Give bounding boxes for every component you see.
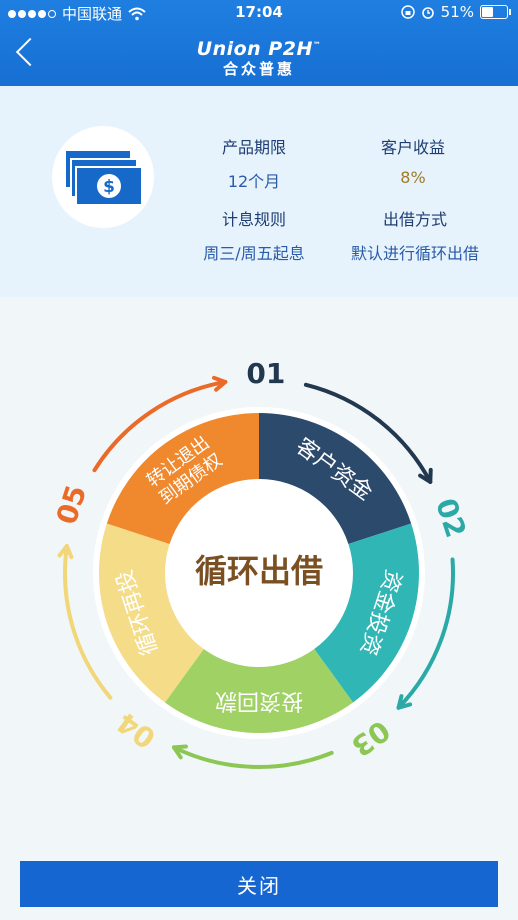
cycle-number-03: 03 — [345, 714, 396, 764]
alarm-icon — [421, 7, 434, 19]
cycle-segment-04 — [99, 523, 204, 703]
cycle-center-disk — [167, 481, 351, 665]
carrier-label: 中国联通 — [62, 5, 123, 23]
battery-percent: 51% — [440, 3, 474, 21]
term-field: 产品期限 12个月 — [174, 134, 334, 192]
method-value: 默认进行循环出借 — [350, 244, 479, 263]
term-value: 12个月 — [227, 172, 281, 191]
cycle-number-01: 01 — [246, 357, 285, 390]
yield-value: 8% — [400, 168, 426, 187]
cycle-number-04: 04 — [111, 705, 162, 755]
cycle-number-02: 02 — [429, 494, 472, 541]
logo-tm: ™ — [312, 40, 322, 50]
cycle-arrowhead-01 — [418, 467, 433, 484]
method-label: 出借方式 — [382, 210, 447, 229]
banknotes-icon: $ — [66, 151, 141, 204]
battery-icon — [480, 5, 511, 19]
yield-field: 客户收益 8% — [333, 134, 493, 187]
cycle-arrowhead-04 — [57, 544, 74, 560]
cycle-segment-label-03: 投资回款 — [215, 688, 303, 713]
rotation-lock-icon — [400, 5, 415, 19]
cycle-arrow-01 — [303, 382, 433, 484]
cycle-segment-02 — [314, 523, 419, 703]
cycle-arrowhead-02 — [396, 694, 413, 710]
cycle-arrow-05 — [92, 379, 228, 473]
interest-label: 计息规则 — [221, 210, 286, 229]
svg-text:$: $ — [103, 177, 115, 197]
cycle-label-group-03: 投资回款 — [215, 688, 303, 713]
cycle-center-label: 循环出借 — [195, 552, 323, 590]
method-field: 出借方式 默认进行循环出借 — [335, 206, 495, 264]
cycle-segment-01 — [259, 413, 412, 544]
status-bar: 中国联通 17:04 51% — [0, 0, 518, 24]
term-label: 产品期限 — [221, 138, 286, 157]
battery-fill — [482, 7, 494, 17]
app-logo: Union P2H™ 合众普惠 — [0, 38, 518, 79]
status-time: 17:04 — [235, 3, 283, 21]
cycle-arrow-04 — [63, 544, 113, 700]
cycle-segment-05 — [106, 413, 259, 544]
close-button[interactable]: 关闭 — [20, 861, 498, 907]
logo-cn: 合众普惠 — [222, 60, 295, 78]
yield-label: 客户收益 — [380, 138, 445, 157]
top-bar: 中国联通 17:04 51% Union P2H™ 合众普惠 — [0, 0, 518, 86]
signal-icon — [8, 9, 56, 18]
cycle-arrow-03 — [171, 745, 334, 769]
interest-value: 周三/周五起息 — [203, 244, 305, 263]
cycle-arrow-02 — [396, 557, 455, 710]
money-icon: $ — [52, 126, 154, 228]
cycle-segment-03 — [164, 649, 354, 733]
cycle-arrowhead-05 — [212, 375, 228, 392]
logo-en: Union P2H — [196, 38, 313, 60]
cycle-number-05: 05 — [50, 481, 93, 528]
cycle-arrowhead-03 — [171, 744, 188, 760]
wifi-icon — [128, 7, 146, 20]
interest-field: 计息规则 周三/周五起息 — [174, 206, 334, 264]
